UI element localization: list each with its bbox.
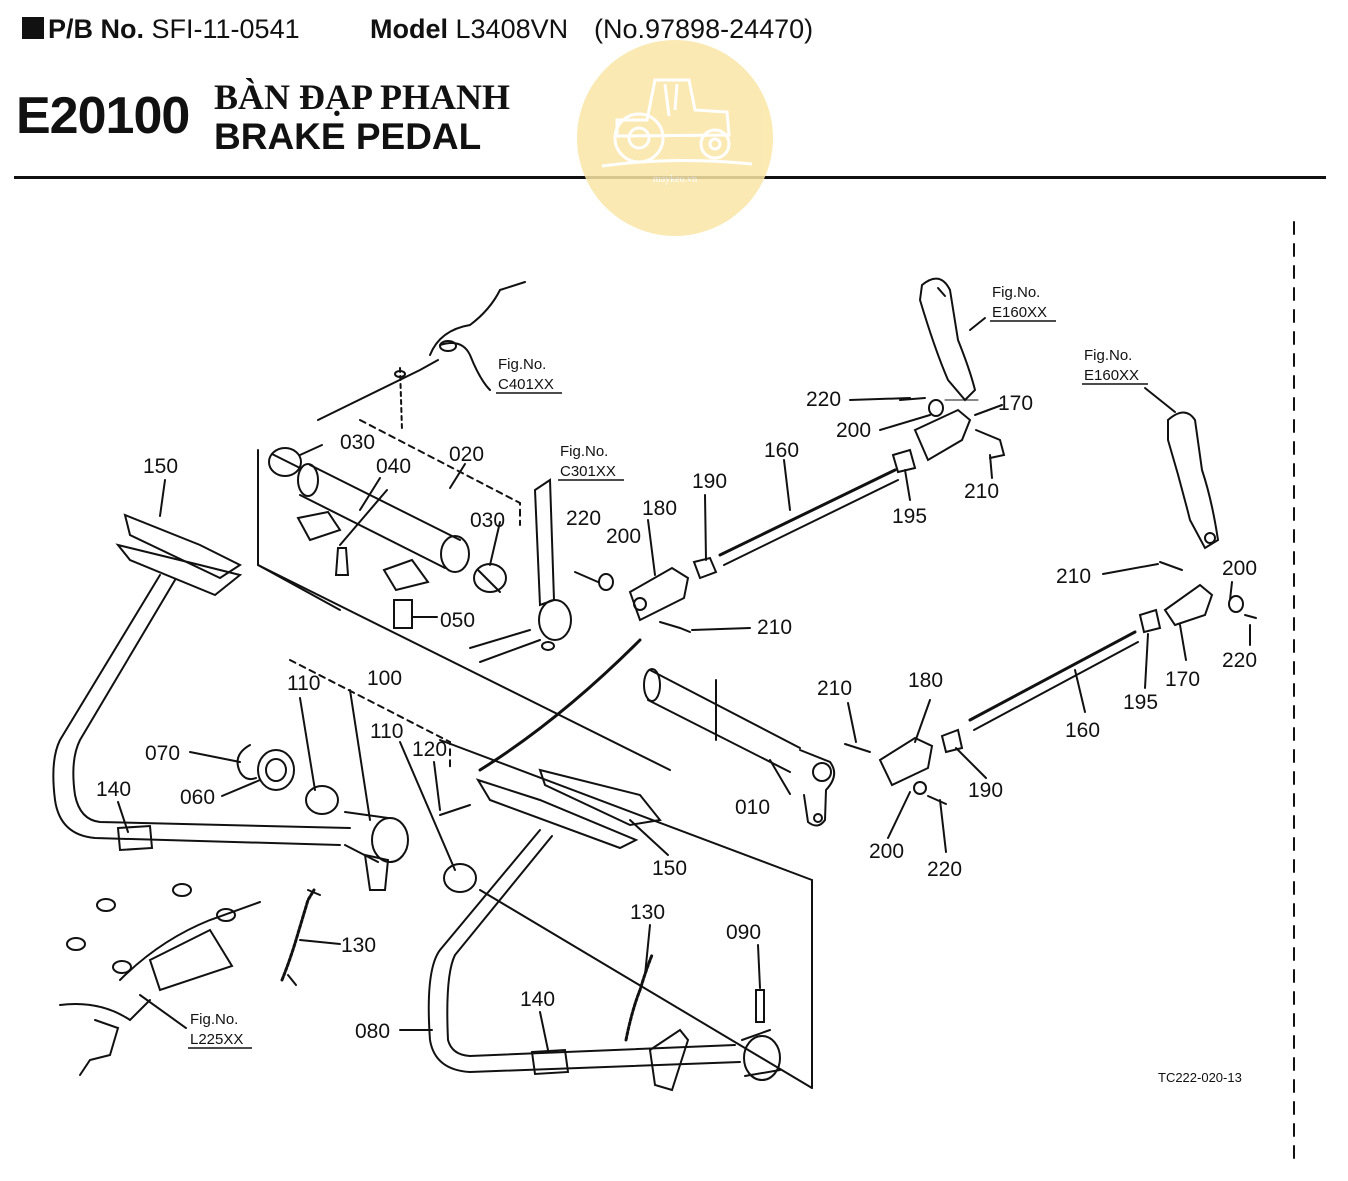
fig-ref-label: Fig.No. bbox=[498, 356, 546, 373]
model-number: Model L3408VN bbox=[370, 14, 569, 44]
watermark-logo: maykeo.vn bbox=[577, 40, 773, 236]
part-label: 100 bbox=[367, 667, 402, 690]
square-bullet-icon bbox=[22, 17, 44, 39]
fig-ref-code: E160XX bbox=[992, 304, 1047, 321]
part-label: 110 bbox=[287, 672, 320, 695]
part-label: 110 bbox=[370, 720, 403, 743]
part-label: 070 bbox=[145, 742, 180, 765]
part-label: 030 bbox=[340, 431, 375, 454]
part-label: 220 bbox=[806, 388, 841, 411]
part-label: 050 bbox=[440, 609, 475, 632]
part-label: 220 bbox=[566, 507, 601, 530]
part-label: 060 bbox=[180, 786, 215, 809]
part-label: 190 bbox=[968, 779, 1003, 802]
part-label: 160 bbox=[764, 439, 799, 462]
tractor-logo-icon: maykeo.vn bbox=[601, 78, 753, 185]
part-label: 150 bbox=[652, 857, 687, 880]
title-english: BRAKE PEDAL bbox=[214, 116, 482, 157]
fig-ref-label: Fig.No. bbox=[1084, 347, 1132, 364]
fig-ref-code: E160XX bbox=[1084, 367, 1139, 384]
fig-ref-code: C401XX bbox=[498, 376, 554, 393]
fig-ref-label: Fig.No. bbox=[992, 284, 1040, 301]
part-label: 180 bbox=[642, 497, 677, 520]
part-label: 220 bbox=[927, 858, 962, 881]
part-label: 090 bbox=[726, 921, 761, 944]
part-label: 010 bbox=[735, 796, 770, 819]
part-label: 200 bbox=[1222, 557, 1257, 580]
drawing-code: TC222-020-13 bbox=[1158, 1070, 1242, 1085]
part-label: 195 bbox=[1123, 691, 1158, 714]
part-label: 210 bbox=[817, 677, 852, 700]
part-label: 180 bbox=[908, 669, 943, 692]
part-label: 200 bbox=[606, 525, 641, 548]
part-label: 210 bbox=[1056, 565, 1091, 588]
part-label: 170 bbox=[998, 392, 1033, 415]
fig-ref-label: Fig.No. bbox=[190, 1011, 238, 1028]
part-label: 200 bbox=[869, 840, 904, 863]
part-label: 200 bbox=[836, 419, 871, 442]
part-label: 030 bbox=[470, 509, 505, 532]
part-label: 130 bbox=[630, 901, 665, 924]
fig-ref-label: Fig.No. bbox=[560, 443, 608, 460]
part-label: 140 bbox=[96, 778, 131, 801]
part-label: 190 bbox=[692, 470, 727, 493]
part-label: 150 bbox=[143, 455, 178, 478]
part-label: 130 bbox=[341, 934, 376, 957]
part-label: 220 bbox=[1222, 649, 1257, 672]
part-label: 020 bbox=[449, 443, 484, 466]
part-label: 140 bbox=[520, 988, 555, 1011]
watermark-text: maykeo.vn bbox=[653, 174, 697, 185]
part-label: 210 bbox=[757, 616, 792, 639]
part-label: 210 bbox=[964, 480, 999, 503]
serial-range: (No.97898-24470) bbox=[594, 14, 814, 44]
part-label: 080 bbox=[355, 1020, 390, 1043]
pb-number: P/B No. SFI-11-0541 bbox=[22, 14, 300, 45]
part-label: 040 bbox=[376, 455, 411, 478]
section-code: E20100 bbox=[16, 87, 190, 145]
part-label: 120 bbox=[412, 738, 447, 761]
part-label: 160 bbox=[1065, 719, 1100, 742]
part-label: 170 bbox=[1165, 668, 1200, 691]
title-vietnamese: BÀN ĐẠP PHANH bbox=[214, 77, 510, 117]
fig-ref-code: C301XX bbox=[560, 463, 616, 480]
part-label: 195 bbox=[892, 505, 927, 528]
fig-ref-code: L225XX bbox=[190, 1031, 243, 1048]
